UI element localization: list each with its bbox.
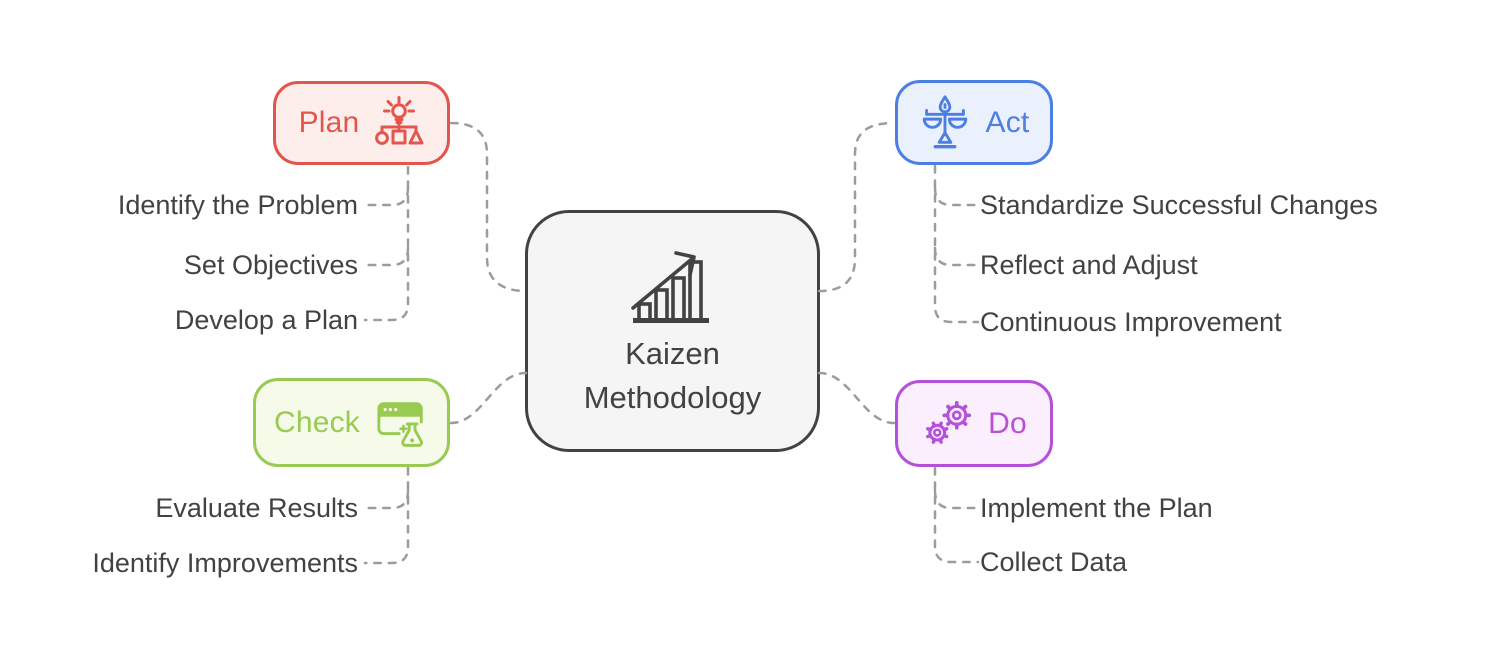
gears-icon <box>926 400 972 444</box>
act-child-standardize-successful-changes[interactable]: Standardize Successful Changes <box>980 190 1378 220</box>
connector-act-child-2 <box>933 246 979 267</box>
branch-node-do[interactable]: Do <box>895 380 1053 467</box>
connector-center-act <box>817 121 896 293</box>
act-child-reflect-and-adjust[interactable]: Reflect and Adjust <box>980 250 1198 280</box>
connector-plan-stem <box>363 165 410 322</box>
connector-do-stem <box>933 466 980 564</box>
connector-check-stem <box>363 466 410 565</box>
connector-center-do <box>817 371 896 425</box>
check-child-evaluate-results[interactable]: Evaluate Results <box>155 493 358 523</box>
connector-check-child-1 <box>364 489 410 510</box>
do-child-implement-the-plan[interactable]: Implement the Plan <box>980 493 1213 523</box>
growth-bar-chart-icon <box>630 251 709 323</box>
balance-scales-icon <box>922 94 967 148</box>
connector-act-stem <box>933 164 980 324</box>
connector-plan-child-2 <box>364 246 410 267</box>
idea-hierarchy-icon <box>375 96 424 145</box>
branch-node-plan[interactable]: Plan <box>273 81 450 165</box>
check-label: Check <box>273 405 361 439</box>
plan-child-set-objectives[interactable]: Set Objectives <box>183 250 358 280</box>
check-child-identify-improvements[interactable]: Identify Improvements <box>92 548 358 578</box>
connector-do-child-1 <box>933 489 979 510</box>
act-label: Act <box>985 105 1030 139</box>
branch-node-check[interactable]: Check <box>253 378 450 467</box>
center-node-label: Kaizen Methodology <box>583 335 762 415</box>
connector-act-child-1 <box>933 186 979 207</box>
do-label: Do <box>988 406 1027 440</box>
plan-label: Plan <box>298 106 360 139</box>
connector-check-center <box>449 371 528 425</box>
center-node-kaizen-methodology[interactable]: Kaizen Methodology <box>525 210 820 452</box>
connector-plan-child-1 <box>364 186 410 207</box>
connector-plan-center <box>449 121 528 293</box>
plan-child-develop-a-plan[interactable]: Develop a Plan <box>174 305 358 335</box>
plan-child-identify-the-problem[interactable]: Identify the Problem <box>117 190 358 220</box>
browser-experiment-icon <box>377 401 423 447</box>
branch-node-act[interactable]: Act <box>895 80 1053 165</box>
do-child-collect-data[interactable]: Collect Data <box>980 547 1128 577</box>
act-child-continuous-improvement[interactable]: Continuous Improvement <box>980 307 1282 337</box>
